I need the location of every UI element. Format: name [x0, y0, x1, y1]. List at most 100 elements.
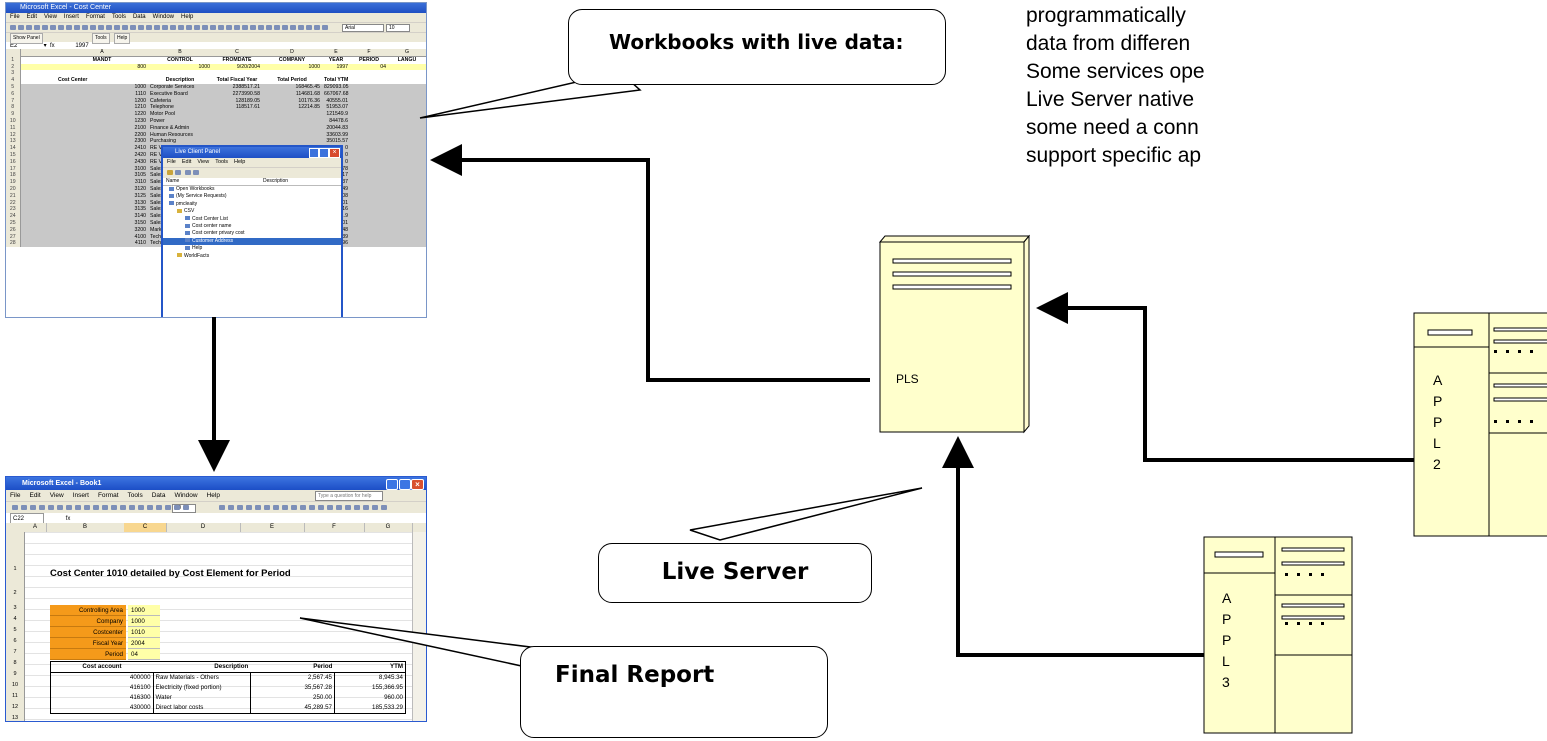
toolbar-icon[interactable]: [306, 25, 312, 30]
panel-menu-item[interactable]: Tools: [215, 159, 229, 165]
column-header[interactable]: C: [124, 523, 167, 532]
cell[interactable]: 118517.61: [212, 104, 262, 112]
cell[interactable]: 1000: [56, 83, 148, 91]
param-value[interactable]: 1000: [128, 616, 160, 627]
grid-icon[interactable]: [175, 170, 181, 175]
cell[interactable]: [20, 124, 56, 132]
toolbar-icon[interactable]: [242, 25, 248, 30]
cell[interactable]: 1997: [322, 63, 350, 71]
cell[interactable]: [350, 226, 388, 234]
formula-value[interactable]: 1997: [75, 43, 89, 49]
menu-item[interactable]: Window: [152, 14, 174, 20]
toolbar-icon[interactable]: [39, 505, 45, 510]
cell[interactable]: 168465.45: [262, 83, 322, 91]
cell[interactable]: [262, 117, 322, 125]
cell[interactable]: [388, 111, 426, 118]
cell[interactable]: [350, 97, 388, 105]
cell[interactable]: 1220: [56, 111, 148, 118]
cell[interactable]: [212, 117, 262, 125]
cell[interactable]: 4110: [56, 240, 148, 248]
cell[interactable]: 2200: [56, 131, 148, 139]
cell[interactable]: [350, 151, 388, 159]
toolbar-icon[interactable]: [130, 25, 136, 30]
toolbar-icon[interactable]: [186, 25, 192, 30]
toolbar-icon[interactable]: [50, 25, 56, 30]
cell[interactable]: Power: [148, 117, 212, 125]
toolbar-icon[interactable]: [218, 25, 224, 30]
row-header[interactable]: 3: [13, 605, 17, 611]
cell[interactable]: [20, 104, 56, 112]
cell[interactable]: A: [56, 49, 148, 57]
cell[interactable]: [388, 124, 426, 132]
cell[interactable]: E: [322, 49, 350, 57]
toolbar-icon[interactable]: [170, 25, 176, 30]
cell[interactable]: 128189.05: [212, 97, 262, 105]
vertical-scrollbar[interactable]: [412, 532, 426, 721]
cell[interactable]: [20, 131, 56, 139]
row-header[interactable]: 4: [13, 616, 17, 622]
tools-button[interactable]: Tools: [92, 33, 110, 44]
cell[interactable]: Telephone: [148, 104, 212, 112]
cell[interactable]: [388, 213, 426, 220]
toolbar-icon[interactable]: [202, 25, 208, 30]
cell[interactable]: 2300: [56, 138, 148, 146]
cell[interactable]: [388, 233, 426, 241]
cell[interactable]: LANGU: [397, 56, 417, 63]
cell[interactable]: 1110: [56, 90, 148, 98]
table-cell[interactable]: 155,366.95: [334, 683, 407, 693]
toolbar-icon[interactable]: [234, 25, 240, 30]
toolbar-icon[interactable]: [154, 25, 160, 30]
cell[interactable]: 3110: [56, 179, 148, 186]
cell[interactable]: [388, 158, 426, 166]
cell[interactable]: 114681.68: [262, 90, 322, 98]
cell[interactable]: [388, 199, 426, 207]
cell[interactable]: [350, 90, 388, 98]
toolbar-icon[interactable]: [264, 505, 270, 510]
cell[interactable]: Executive Board: [148, 90, 212, 98]
cell[interactable]: [388, 97, 426, 105]
row-header[interactable]: 1: [13, 566, 17, 572]
table-cell[interactable]: 35,567.28: [250, 683, 335, 693]
tree-item[interactable]: pmcleaity: [163, 201, 341, 208]
cell[interactable]: [262, 111, 322, 118]
cell[interactable]: MANDT: [92, 56, 112, 63]
row-header[interactable]: 13: [11, 715, 19, 721]
cell[interactable]: 2410: [56, 145, 148, 152]
toolbar-icon[interactable]: [146, 25, 152, 30]
row-header[interactable]: 9: [13, 671, 17, 677]
cell[interactable]: [388, 90, 426, 98]
cell[interactable]: [388, 104, 426, 112]
toolbar-icon[interactable]: [106, 25, 112, 30]
toolbar-icon[interactable]: [282, 505, 288, 510]
toolbar-icon[interactable]: [82, 25, 88, 30]
toolbar-icon[interactable]: [258, 25, 264, 30]
cell[interactable]: PERIOD: [359, 56, 379, 63]
toolbar-icon[interactable]: [345, 505, 351, 510]
toolbar-icon[interactable]: [58, 25, 64, 30]
toolbar-icon[interactable]: [66, 25, 72, 30]
toolbar-icon[interactable]: [26, 25, 32, 30]
column-header[interactable]: F: [304, 523, 365, 532]
panel-menu-item[interactable]: File: [167, 159, 176, 165]
row-header[interactable]: 7: [13, 649, 17, 655]
column-header[interactable]: E: [240, 523, 305, 532]
cell[interactable]: B: [148, 49, 212, 57]
toolbar-icon[interactable]: [363, 505, 369, 510]
panel-menu-item[interactable]: View: [197, 159, 210, 165]
cell[interactable]: [20, 213, 56, 220]
toolbar-icon[interactable]: [93, 505, 99, 510]
table-cell[interactable]: 185,533.29: [334, 703, 407, 714]
cell[interactable]: 3120: [56, 185, 148, 193]
toolbar-icon[interactable]: [21, 505, 27, 510]
cell[interactable]: [388, 151, 426, 159]
cell[interactable]: [20, 233, 56, 241]
menu-item[interactable]: Help: [181, 14, 194, 20]
cell[interactable]: [20, 145, 56, 152]
panel-maximize-icon[interactable]: [319, 148, 329, 158]
cell[interactable]: [262, 138, 322, 146]
cell[interactable]: [388, 83, 426, 91]
cell[interactable]: Cost Center: [58, 77, 88, 84]
table-cell[interactable]: 45,289.57: [250, 703, 335, 714]
toolbar-icon[interactable]: [183, 505, 189, 510]
toolbar-icon[interactable]: [246, 505, 252, 510]
